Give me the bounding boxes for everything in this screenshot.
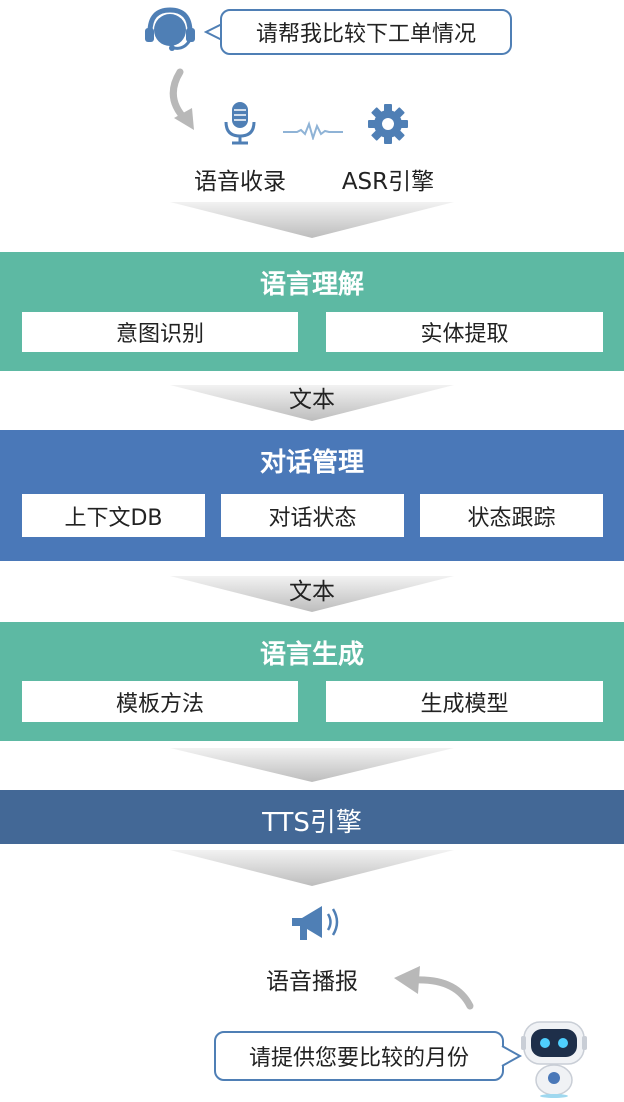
funnel-arrow — [170, 748, 454, 782]
megaphone-icon — [288, 900, 344, 944]
nlu-title: 语言理解 — [259, 270, 364, 300]
funnel-arrow — [170, 202, 454, 238]
robot-icon — [520, 1018, 588, 1098]
gear-icon — [367, 103, 409, 145]
bot-reply-bubble: 请提供您要比较的月份 — [214, 1031, 504, 1081]
flow-label-text: 文本 — [289, 579, 335, 605]
nlg-item-generative: 生成模型 — [326, 681, 603, 722]
nlg-item-template: 模板方法 — [22, 681, 298, 722]
speaker-label: 语音播报 — [266, 969, 358, 995]
tts-title: TTS引擎 — [262, 808, 362, 838]
nlu-item-intent: 意图识别 — [22, 312, 298, 352]
asr-label: ASR引擎 — [341, 169, 435, 195]
mic-label: 语音收录 — [194, 169, 286, 195]
funnel-arrow — [170, 576, 454, 612]
nlu-band: 语言理解 意图识别 实体提取 — [0, 252, 624, 371]
tts-band: TTS引擎 — [0, 790, 624, 844]
dm-band: 对话管理 上下文DB 对话状态 状态跟踪 — [0, 430, 624, 561]
nlu-item-entity: 实体提取 — [326, 312, 603, 352]
flow-label-text: 文本 — [289, 387, 335, 413]
bubble-tail-icon — [500, 1044, 523, 1068]
curved-arrow-down-icon — [160, 68, 210, 136]
dm-item-dialog-state: 对话状态 — [221, 494, 404, 537]
dm-item-context-db: 上下文DB — [22, 494, 205, 537]
nlg-title: 语言生成 — [259, 640, 364, 670]
headset-user-icon — [140, 6, 200, 54]
curved-arrow-up-icon — [388, 950, 478, 1012]
dm-item-state-tracking: 状态跟踪 — [420, 494, 603, 537]
funnel-arrow — [170, 385, 454, 421]
dm-title: 对话管理 — [259, 448, 364, 478]
nlg-band: 语言生成 模板方法 生成模型 — [0, 622, 624, 741]
microphone-icon — [220, 100, 260, 146]
sound-wave-icon — [283, 120, 343, 142]
user-request-bubble: 请帮我比较下工单情况 — [220, 9, 512, 55]
funnel-arrow — [170, 850, 454, 886]
